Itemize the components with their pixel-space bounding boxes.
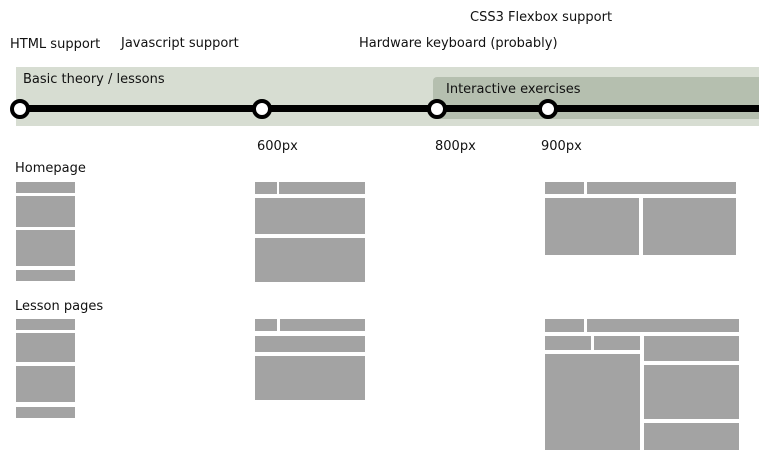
- layout-block: [545, 354, 640, 450]
- timeline-node-800: [427, 99, 447, 119]
- layout-block: [16, 407, 75, 418]
- timeline-node-600: [252, 99, 272, 119]
- layout-block: [587, 182, 736, 194]
- exercises-band-label: Interactive exercises: [446, 82, 581, 97]
- layout-block: [255, 356, 365, 400]
- breakpoint-800-label: 800px: [435, 139, 476, 154]
- layout-block: [587, 319, 739, 332]
- layout-block: [643, 198, 736, 255]
- breakpoint-900-label: 900px: [541, 139, 582, 154]
- layout-block: [594, 336, 640, 350]
- javascript-support-label: Javascript support: [121, 36, 239, 51]
- timeline-track: [12, 105, 759, 112]
- lessons-row-label: Lesson pages: [15, 299, 104, 314]
- homepage-row-label: Homepage: [15, 161, 86, 176]
- breakpoint-600-label: 600px: [257, 139, 298, 154]
- theory-band-label: Basic theory / lessons: [23, 72, 165, 87]
- flexbox-support-label: CSS3 Flexbox support: [470, 10, 613, 25]
- html-support-label: HTML support: [10, 37, 101, 52]
- layout-block: [255, 198, 365, 234]
- timeline-node-900: [538, 99, 558, 119]
- layout-block: [16, 270, 75, 281]
- layout-block: [16, 196, 75, 227]
- layout-block: [545, 319, 584, 332]
- layout-block: [545, 336, 591, 350]
- layout-block: [644, 365, 739, 419]
- layout-block: [255, 319, 277, 331]
- layout-block: [545, 182, 584, 194]
- layout-block: [279, 182, 365, 194]
- timeline-node-start: [10, 99, 30, 119]
- layout-block: [16, 366, 75, 402]
- layout-block: [16, 319, 75, 330]
- layout-block: [255, 182, 277, 194]
- layout-block: [16, 230, 75, 266]
- exercises-band: [433, 77, 759, 119]
- layout-block: [255, 336, 365, 352]
- layout-block: [644, 423, 739, 450]
- layout-block: [16, 182, 75, 193]
- layout-block: [644, 336, 739, 361]
- layout-block: [545, 198, 639, 255]
- hardware-keyboard-label: Hardware keyboard (probably): [359, 36, 558, 51]
- layout-block: [280, 319, 365, 331]
- layout-block: [255, 238, 365, 282]
- layout-block: [16, 333, 75, 362]
